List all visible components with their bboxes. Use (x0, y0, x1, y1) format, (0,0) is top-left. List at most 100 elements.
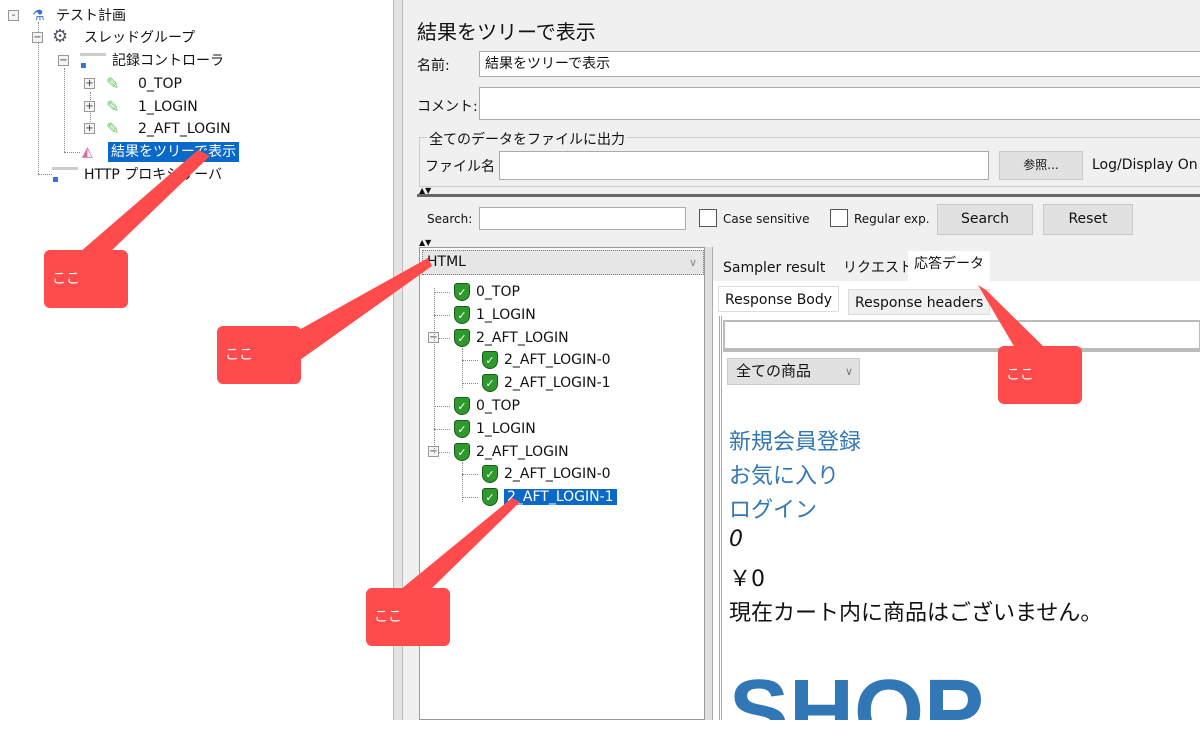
collapse-icon[interactable]: − (32, 32, 43, 43)
comment-label: コメント: (417, 99, 478, 115)
login-link[interactable]: ログイン (729, 498, 818, 523)
pipette-icon: ✎ (106, 97, 120, 116)
success-shield-icon: ✓ (482, 351, 498, 370)
tree-item-label: スレッドグループ (84, 30, 196, 46)
name-label: 名前: (417, 58, 450, 74)
response-search-input[interactable] (723, 320, 1200, 350)
result-item[interactable]: ✓ 0_TOP (434, 281, 520, 303)
regex-checkbox[interactable] (830, 209, 848, 227)
search-input[interactable] (479, 207, 686, 230)
collapse-icon[interactable]: − (428, 445, 439, 457)
success-shield-icon: ✓ (454, 397, 470, 415)
pipette-icon: ✎ (106, 119, 120, 138)
cart-message: 現在カート内に商品はございません。 (729, 601, 1103, 626)
graph-icon: ◭ (82, 144, 93, 160)
result-item[interactable]: ✓ 2_AFT_LOGIN-0 (462, 463, 611, 485)
category-select[interactable]: 全ての商品 ∨ (727, 358, 860, 385)
renderer-value: HTML (427, 254, 466, 270)
divider (417, 194, 1200, 197)
success-shield-icon: ✓ (454, 328, 470, 347)
result-item-label: 2_AFT_LOGIN-1 (504, 489, 617, 506)
expand-icon[interactable]: + (84, 78, 95, 89)
success-shield-icon: ✓ (482, 465, 498, 484)
result-item-label: 1_LOGIN (476, 420, 536, 437)
tree-item-label: 0_TOP (138, 76, 182, 92)
collapse-icon[interactable]: − (428, 331, 439, 343)
file-output-group (419, 137, 1200, 187)
result-item-label: 2_AFT_LOGIN (476, 329, 569, 346)
result-item[interactable]: − ✓ 2_AFT_LOGIN (428, 441, 569, 463)
file-name-label: ファイル名 (425, 159, 495, 175)
callout-pointer (400, 498, 520, 590)
success-shield-icon: ✓ (454, 419, 470, 438)
favorites-link[interactable]: お気に入り (729, 464, 840, 489)
result-item-label: 0_TOP (476, 398, 520, 414)
success-shield-icon: ✓ (454, 283, 470, 301)
category-select-value: 全ての商品 (736, 362, 812, 380)
result-item[interactable]: ✓2_AFT_LOGIN-1 (462, 486, 617, 508)
register-link[interactable]: 新規会員登録 (729, 430, 862, 455)
callout-response-tab: ここ (998, 346, 1082, 404)
callout-pointer (978, 285, 1045, 348)
success-shield-icon: ✓ (454, 305, 470, 324)
pipette-icon: ✎ (106, 74, 120, 93)
tree-item-label: 1_LOGIN (138, 99, 198, 115)
gear-icon: ⚙ (52, 26, 69, 47)
tab-sampler-result[interactable]: Sampler result (723, 260, 826, 276)
collapse-arrows-icon[interactable]: ▲▼ (419, 186, 432, 195)
result-item[interactable]: ✓2_AFT_LOGIN-1 (462, 372, 611, 394)
renderer-select[interactable]: HTML ∨ (422, 250, 704, 275)
tab-request[interactable]: リクエスト (843, 260, 913, 276)
cart-count: 0 (729, 527, 743, 552)
result-item[interactable]: − ✓ 2_AFT_LOGIN (428, 327, 569, 349)
shop-logo: SHOP (729, 662, 985, 720)
case-sensitive-label: Case sensitive (723, 212, 810, 226)
splitter[interactable] (393, 0, 403, 720)
chevron-down-icon: ∨ (688, 256, 697, 269)
result-item-label: 2_AFT_LOGIN-1 (504, 375, 611, 392)
detail-pane: Sampler result リクエスト 応答データ Response Body… (712, 247, 1200, 720)
comment-input[interactable] (479, 87, 1200, 120)
file-name-input[interactable] (499, 151, 989, 180)
subtab-response-body[interactable]: Response Body (718, 286, 840, 312)
search-button[interactable]: Search (937, 204, 1033, 235)
callout-tree: ここ (44, 250, 128, 308)
case-sensitive-checkbox[interactable] (699, 209, 717, 227)
collapse-icon[interactable]: - (8, 10, 19, 21)
result-item[interactable]: ✓ 1_LOGIN (434, 304, 536, 326)
result-item-label: 0_TOP (476, 284, 520, 300)
result-item[interactable]: ✓ 0_TOP (434, 395, 520, 417)
callout-renderer: ここ (217, 326, 301, 384)
success-shield-icon: ✓ (454, 442, 470, 461)
splitter[interactable] (705, 247, 712, 720)
collapse-arrows-icon[interactable]: ▲▼ (419, 238, 432, 247)
result-item-label: 2_AFT_LOGIN (476, 443, 569, 460)
search-label: Search: (427, 212, 473, 226)
name-input[interactable]: 結果をツリーで表示 (479, 51, 1200, 77)
panel-title: 結果をツリーで表示 (417, 20, 596, 44)
collapse-icon[interactable]: − (58, 55, 69, 66)
result-item-label: 1_LOGIN (476, 306, 536, 323)
callout-result-item: ここ (366, 588, 450, 646)
flask-icon: ⚗ (32, 8, 45, 24)
file-group-title: 全てのデータをファイルに出力 (427, 129, 627, 149)
subtab-response-headers[interactable]: Response headers (848, 289, 991, 315)
regex-label: Regular exp. (854, 212, 930, 226)
controller-icon: ▪ (80, 53, 106, 71)
tab-response-data[interactable]: 応答データ (908, 251, 990, 281)
result-item[interactable]: ✓ 1_LOGIN (434, 418, 536, 440)
browse-button[interactable]: 参照... (999, 151, 1083, 180)
tree-item-label: 2_AFT_LOGIN (138, 121, 231, 137)
result-item-label: 2_AFT_LOGIN-0 (504, 352, 611, 369)
reset-button[interactable]: Reset (1043, 204, 1133, 235)
expand-icon[interactable]: + (84, 123, 95, 134)
callout-pointer (80, 150, 210, 252)
expand-icon[interactable]: + (84, 101, 95, 112)
test-plan-tree: - ⚗ テスト計画 − ⚙ スレッドグループ − ▪ 記録コントローラ + ✎ … (0, 0, 393, 720)
controller-icon: ▪ (52, 167, 78, 185)
tree-item-label: 記録コントローラ (112, 53, 224, 69)
result-item-label: 2_AFT_LOGIN-0 (504, 466, 611, 483)
result-item[interactable]: ✓ 2_AFT_LOGIN-0 (462, 349, 611, 371)
tree-item-label: テスト計画 (56, 8, 126, 24)
